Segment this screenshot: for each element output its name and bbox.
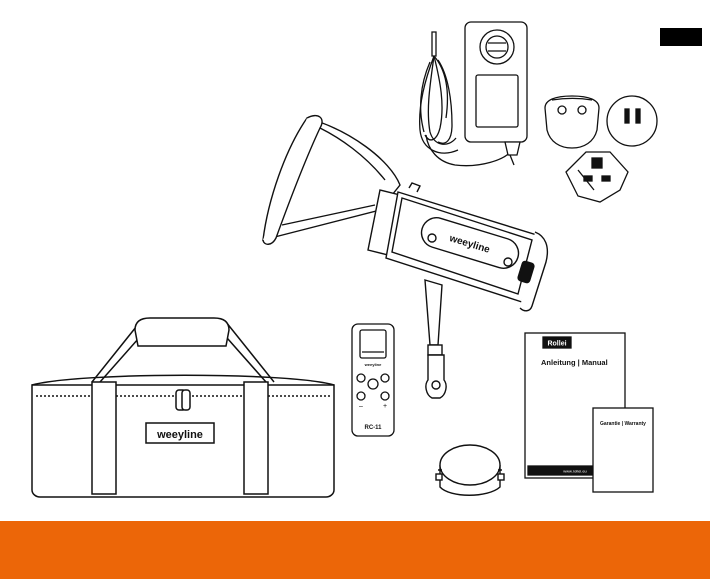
plug-uk [566, 152, 628, 202]
remote-minus-label: – [359, 403, 363, 410]
remote-screen [360, 330, 386, 358]
bottom-accent-bar [0, 521, 710, 579]
manual-title: Anleitung | Manual [541, 358, 608, 367]
carry-bag [32, 318, 334, 497]
manual-url: www.rollei.eu [563, 469, 587, 474]
adapter-cable [432, 32, 436, 56]
studio-light [263, 116, 547, 398]
plug-eu [545, 96, 599, 148]
manual-logo-text: Rollei [547, 341, 566, 348]
remote-brand-label: weeyline [364, 362, 382, 367]
remote-control [352, 324, 394, 436]
bag-brand-label: weeyline [156, 429, 203, 441]
plug-us [607, 96, 657, 146]
power-adapter [420, 22, 527, 166]
remote-plus-label: + [383, 403, 387, 410]
protective-cap [436, 445, 504, 495]
warranty-title: Garantie | Warranty [600, 421, 646, 427]
remote-model-label: RC-11 [364, 425, 382, 431]
